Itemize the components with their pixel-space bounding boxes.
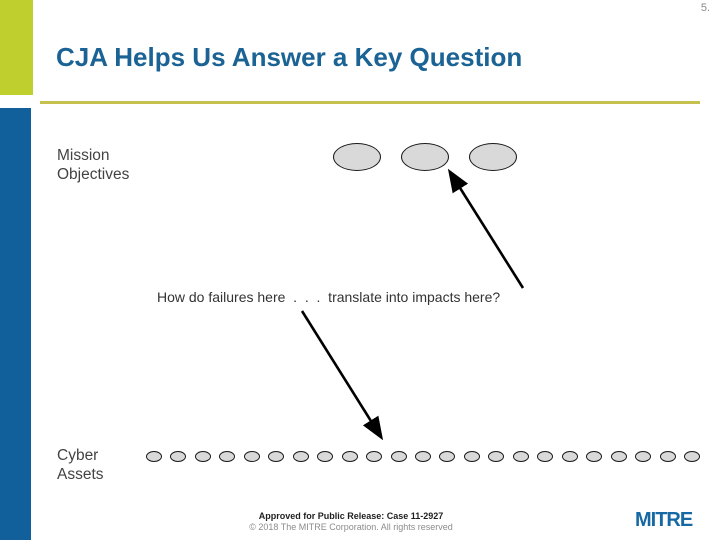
cyber-asset-ellipse	[659, 451, 676, 462]
mission-objective-ellipse	[401, 143, 449, 171]
cyber-asset-ellipse	[463, 451, 480, 462]
key-question-text: How do failures here . . . translate int…	[157, 289, 501, 305]
accent-bar-blue	[0, 108, 31, 540]
cyber-asset-nodes	[146, 451, 700, 462]
cyber-asset-ellipse	[512, 451, 529, 462]
slide-footer: Approved for Public Release: Case 11-292…	[233, 511, 469, 533]
mission-objective-nodes	[333, 143, 517, 171]
approval-notice: Approved for Public Release: Case 11-292…	[258, 511, 444, 521]
impacts-arrow	[447, 168, 525, 289]
mission-objective-ellipse	[333, 143, 381, 171]
accent-bar-yellow	[0, 0, 33, 95]
cyber-asset-ellipse	[146, 451, 162, 462]
cyber-asset-ellipse	[488, 451, 505, 462]
cyber-asset-ellipse	[683, 451, 700, 462]
cyber-asset-ellipse	[170, 451, 187, 462]
cyber-asset-ellipse	[366, 451, 383, 462]
cyber-asset-ellipse	[341, 451, 358, 462]
page-number: 5.	[700, 2, 710, 14]
cyber-asset-ellipse	[219, 451, 236, 462]
cyber-asset-ellipse	[243, 451, 260, 462]
mission-objectives-label: Mission Objectives	[57, 147, 130, 183]
mission-objective-ellipse	[469, 143, 517, 171]
cyber-asset-ellipse	[414, 451, 431, 462]
cyber-assets-label: Cyber Assets	[57, 447, 104, 483]
cyber-asset-ellipse	[586, 451, 603, 462]
cyber-asset-ellipse	[635, 451, 652, 462]
cyber-asset-ellipse	[537, 451, 554, 462]
failures-arrow	[300, 310, 384, 441]
mitre-logo: MITRE	[635, 509, 693, 531]
cyber-asset-ellipse	[390, 451, 407, 462]
title-divider	[40, 101, 700, 104]
cyber-asset-ellipse	[561, 451, 578, 462]
slide-title: CJA Helps Us Answer a Key Question	[56, 42, 523, 72]
cyber-asset-ellipse	[268, 451, 285, 462]
cyber-asset-ellipse	[610, 451, 627, 462]
copyright-notice: © 2018 The MITRE Corporation. All rights…	[249, 522, 453, 532]
cyber-asset-ellipse	[194, 451, 211, 462]
cyber-asset-ellipse	[317, 451, 334, 462]
cyber-asset-ellipse	[292, 451, 309, 462]
cyber-asset-ellipse	[439, 451, 456, 462]
